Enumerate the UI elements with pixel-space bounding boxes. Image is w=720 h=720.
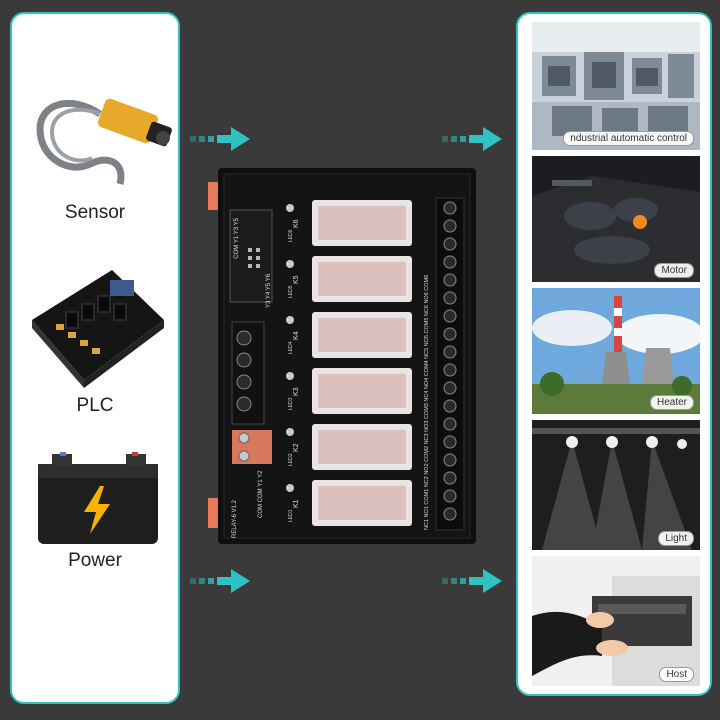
relay-label: K1 bbox=[293, 499, 300, 508]
terminal-screw bbox=[443, 237, 457, 251]
led-label: LED1 bbox=[288, 509, 294, 522]
application-caption: Light bbox=[658, 531, 694, 546]
application-caption: ndustrial automatic control bbox=[563, 131, 694, 146]
led-label: LED2 bbox=[288, 453, 294, 466]
terminal-screw bbox=[443, 345, 457, 359]
relay: K3 LED3 bbox=[286, 368, 412, 414]
terminal-screw bbox=[443, 399, 457, 413]
relay: K1 LED1 bbox=[286, 480, 412, 526]
terminal-screw bbox=[443, 381, 457, 395]
bottom-pins-text: COM COM Y1 Y2 bbox=[258, 470, 264, 518]
plc-label: PLC bbox=[76, 395, 114, 416]
relay-label: K3 bbox=[293, 387, 300, 396]
terminal-screw bbox=[443, 489, 457, 503]
side-pins-text: Y3 Y4 Y5 Y6 bbox=[266, 273, 272, 308]
terminal-screws bbox=[443, 201, 457, 521]
terminal-screw bbox=[443, 309, 457, 323]
relay: K6 LED6 bbox=[286, 200, 412, 246]
application-tile: Light bbox=[532, 420, 700, 550]
power-label: Power bbox=[68, 550, 122, 571]
relay-label: K6 bbox=[293, 219, 300, 228]
led-label: LED3 bbox=[288, 397, 294, 410]
led-label: LED5 bbox=[288, 285, 294, 298]
relay: K2 LED2 bbox=[286, 424, 412, 470]
applications-panel: ndustrial automatic control Motor Heater bbox=[516, 12, 712, 696]
terminal-labels: NC1 NO1 COM1 NC2 NO2 COM2 NC3 NO3 COM3 N… bbox=[424, 275, 430, 530]
terminal-screw bbox=[443, 417, 457, 431]
terminal-screw bbox=[443, 255, 457, 269]
application-caption: Host bbox=[659, 667, 694, 682]
terminal-screw bbox=[443, 435, 457, 449]
arrow-icon bbox=[190, 127, 250, 151]
terminal-screw bbox=[443, 291, 457, 305]
application-tile: ndustrial automatic control bbox=[532, 22, 700, 150]
application-tile: Host bbox=[532, 556, 700, 686]
terminal-screw bbox=[443, 201, 457, 215]
stage-light-image bbox=[532, 420, 700, 550]
input-devices-panel: Sensor PLC Power bbox=[10, 12, 180, 704]
relay-label: K2 bbox=[293, 443, 300, 452]
led-label: LED4 bbox=[288, 341, 294, 354]
terminal-screw bbox=[443, 363, 457, 377]
relay: K5 LED5 bbox=[286, 256, 412, 302]
sensor-icon bbox=[36, 98, 172, 185]
application-tile: Motor bbox=[532, 156, 700, 282]
application-caption: Heater bbox=[649, 395, 694, 410]
engine-image bbox=[532, 156, 700, 282]
relay: K4 LED4 bbox=[286, 312, 412, 358]
terminal-screw bbox=[443, 327, 457, 341]
relay-board: COM Y1 Y3 Y5 Y3 Y4 Y5 Y6 COM COM Y1 Y2 R… bbox=[208, 168, 476, 544]
printer-image bbox=[532, 556, 700, 686]
application-tile: Heater bbox=[532, 288, 700, 414]
application-caption: Motor bbox=[654, 263, 694, 278]
arrow-icon bbox=[442, 569, 502, 593]
arrow-icon bbox=[190, 569, 250, 593]
factory-image bbox=[532, 22, 700, 150]
relay-label: K4 bbox=[293, 331, 300, 340]
battery-icon bbox=[38, 452, 158, 544]
terminal-screw bbox=[443, 471, 457, 485]
arrow-icon bbox=[442, 127, 502, 151]
relay-label: K5 bbox=[293, 275, 300, 284]
terminal-screw bbox=[443, 507, 457, 521]
sensor-label: Sensor bbox=[64, 202, 126, 223]
terminal-screw bbox=[443, 273, 457, 287]
led-label: LED6 bbox=[288, 229, 294, 242]
terminal-screw bbox=[443, 453, 457, 467]
terminal-screw bbox=[443, 219, 457, 233]
top-pins-text: COM Y1 Y3 Y5 bbox=[234, 217, 240, 258]
model-text: RELAY-6 V1.2 bbox=[232, 499, 238, 538]
plc-icon bbox=[32, 270, 164, 388]
